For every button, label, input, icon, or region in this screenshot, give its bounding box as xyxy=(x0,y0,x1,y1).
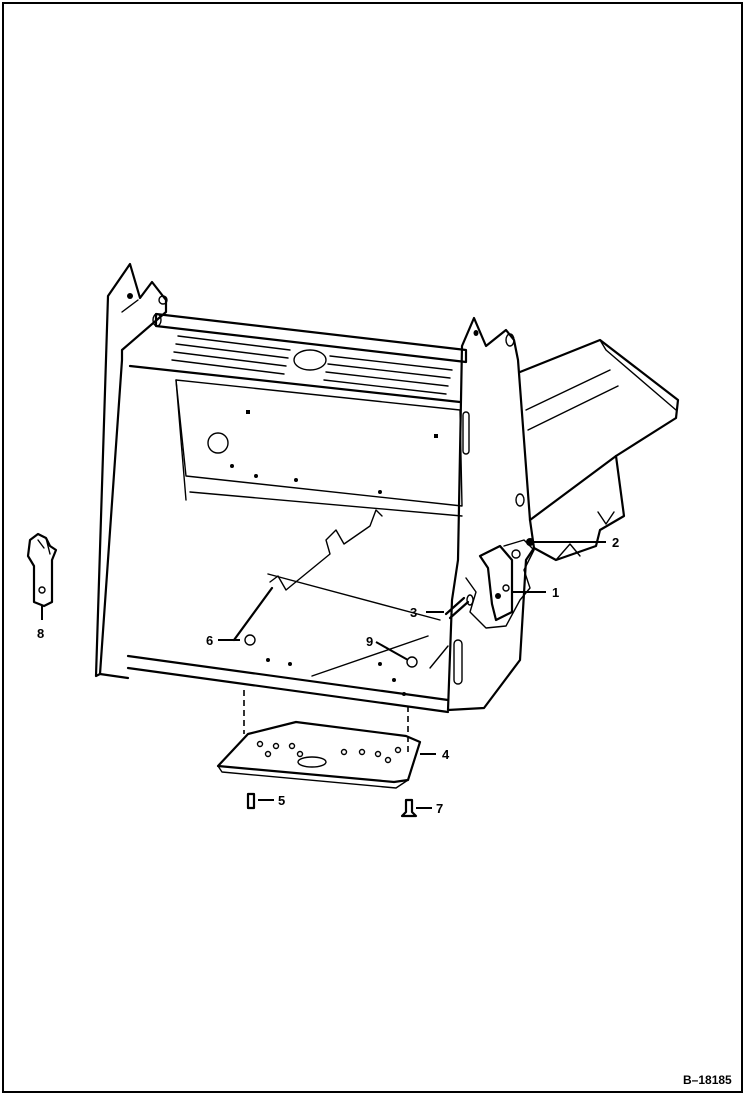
callout-1: 1 xyxy=(552,585,559,600)
bolt-item-3 xyxy=(444,596,470,620)
vent-grille xyxy=(171,335,453,395)
callout-9: 9 xyxy=(366,634,373,649)
back-wall xyxy=(175,379,463,507)
baffle xyxy=(269,509,383,591)
callout-4: 4 xyxy=(442,747,450,762)
callout-2: 2 xyxy=(612,535,619,550)
figure-reference: B–18185 xyxy=(683,1073,732,1087)
side-arm xyxy=(518,338,680,522)
main-frame-assembly xyxy=(94,262,680,714)
callout-labels: 1 2 3 4 5 6 7 8 9 xyxy=(37,535,619,816)
latch-bracket xyxy=(444,538,535,629)
leader-lines xyxy=(218,541,606,809)
callout-5: 5 xyxy=(278,793,285,808)
right-upright xyxy=(446,316,536,712)
bolt-item-5 xyxy=(246,792,256,810)
top-crossbar xyxy=(154,312,468,364)
callout-6: 6 xyxy=(206,633,213,648)
callout-3: 3 xyxy=(410,605,417,620)
floor-pan xyxy=(126,654,450,714)
callout-7: 7 xyxy=(436,801,443,816)
bracket-item-8 xyxy=(26,532,58,620)
skid-plate-item-4 xyxy=(216,690,422,818)
bolt-item-7 xyxy=(400,798,418,818)
callout-8: 8 xyxy=(37,626,44,641)
left-upright xyxy=(94,262,168,678)
floor-holes xyxy=(244,634,418,696)
